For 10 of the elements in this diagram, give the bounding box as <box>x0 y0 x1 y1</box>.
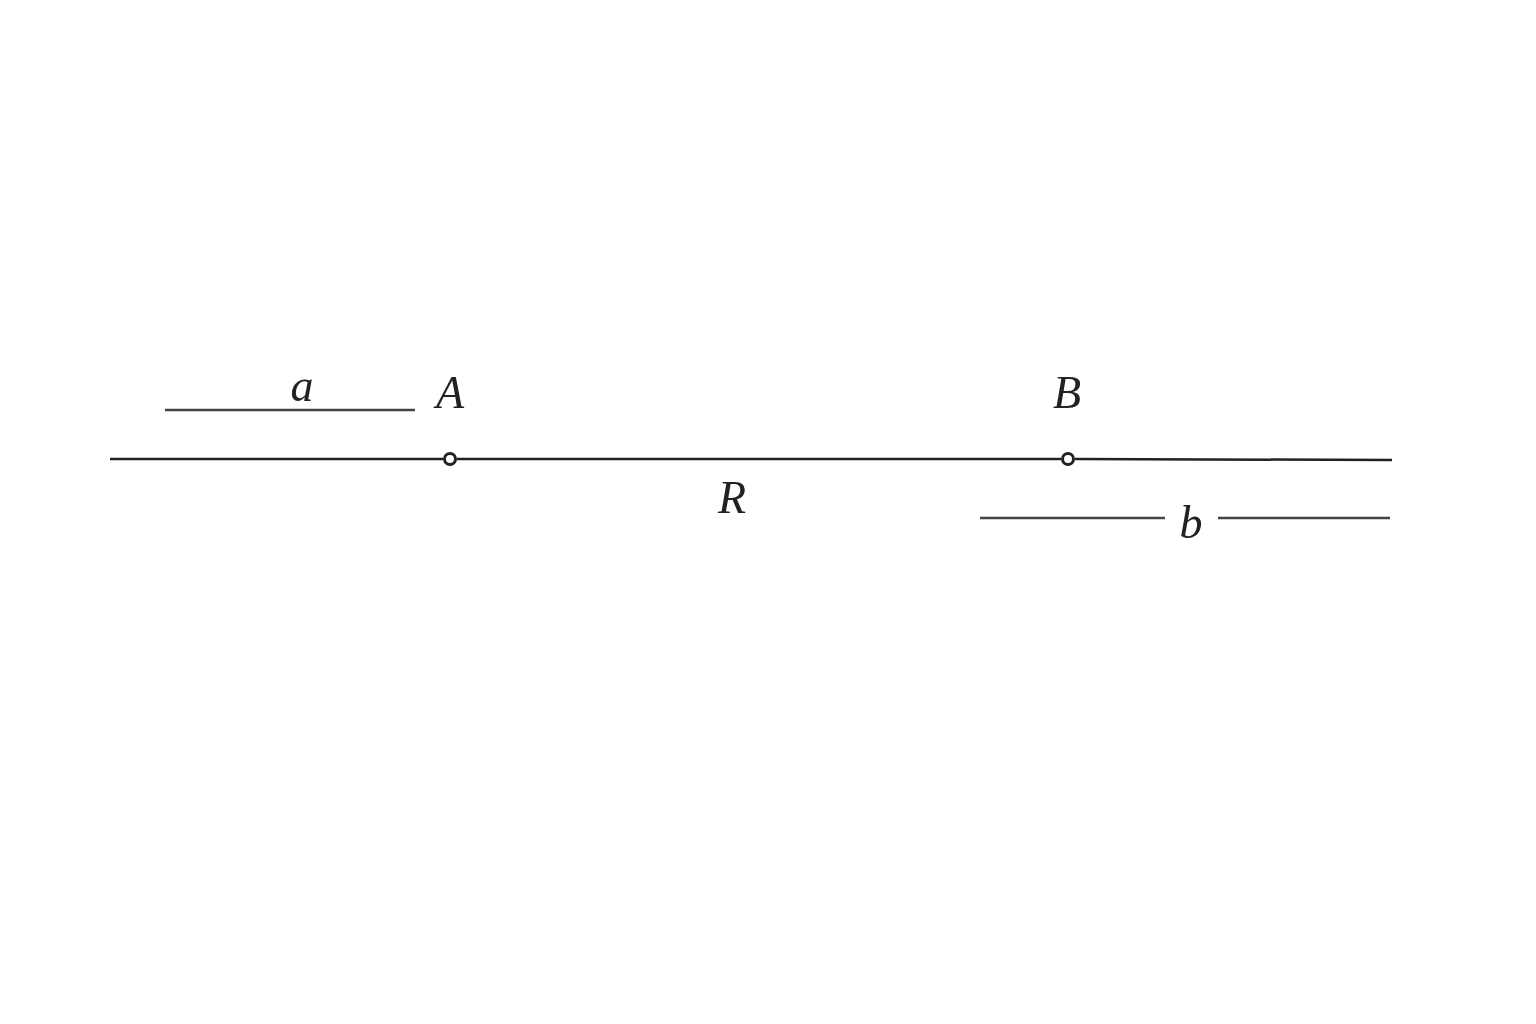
edge-label: R <box>717 475 747 521</box>
point-label: A <box>435 370 465 416</box>
line-segment <box>1075 457 1392 462</box>
point-label: B <box>1052 370 1082 416</box>
point-marker <box>1061 452 1075 466</box>
point-marker <box>443 452 457 466</box>
line-segment <box>457 457 1061 461</box>
ray-label: a <box>290 363 314 409</box>
ray-label: b <box>1179 500 1203 546</box>
line-segment <box>110 457 443 461</box>
